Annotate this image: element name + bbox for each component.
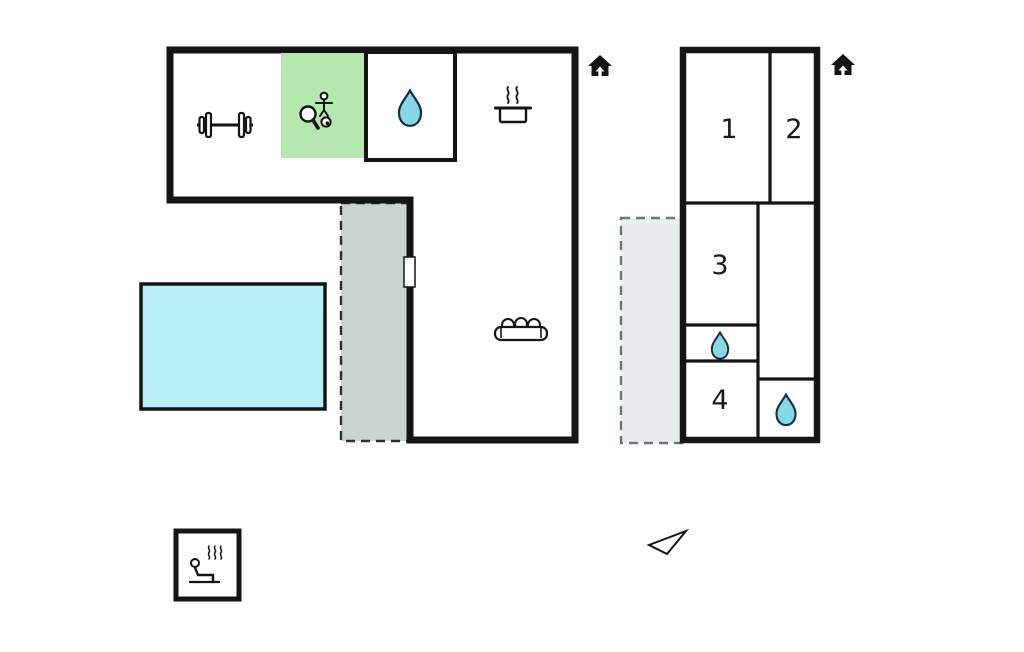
house-entrance-icon — [588, 55, 612, 76]
table-tennis-icon — [299, 91, 333, 130]
terrace-left — [339, 201, 411, 443]
building-right-outline — [679, 46, 821, 444]
sauna-icon — [188, 545, 223, 584]
swimming-pool — [139, 282, 327, 411]
barbell-icon — [197, 111, 253, 139]
water-drop-icon — [775, 392, 797, 427]
room-2-label: 2 — [785, 114, 802, 145]
cooking-pot-icon — [494, 86, 532, 124]
water-drop-icon — [397, 88, 423, 127]
building-right-inner-walls — [684, 52, 816, 438]
water-drop-icon — [710, 330, 730, 360]
door-opening — [403, 256, 416, 288]
room-3-label: 3 — [711, 250, 728, 281]
house-entrance-icon — [831, 54, 855, 75]
north-arrow-icon — [646, 528, 690, 556]
building-left-outline — [166, 46, 579, 444]
room-4-label: 4 — [711, 385, 728, 416]
sauna-room — [173, 528, 242, 602]
terrace-right — [619, 216, 684, 445]
sofa-icon — [493, 317, 549, 342]
room-1-label: 1 — [720, 114, 737, 145]
